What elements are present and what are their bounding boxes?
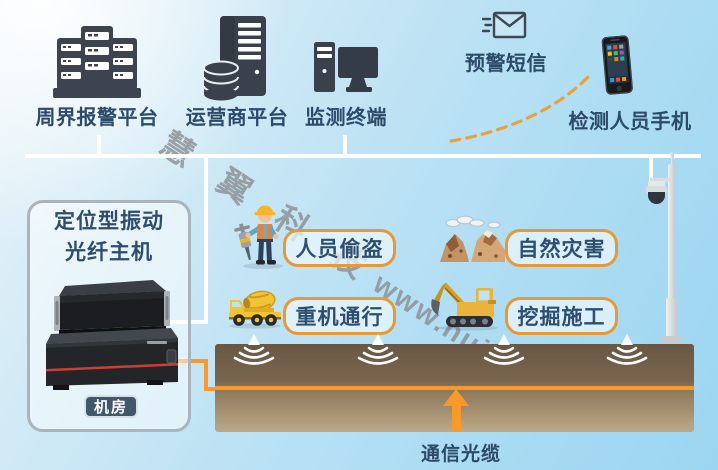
mixer-truck-icon: [229, 290, 281, 329]
event-theft-label: 人员偷盗: [295, 238, 384, 261]
event-excavation-box: 挖掘施工: [505, 297, 618, 335]
excavator-icon: [431, 282, 498, 331]
fiber-segment-3: [204, 387, 220, 391]
bus-line: [25, 154, 701, 158]
buried-fiber-cable: [215, 386, 694, 390]
flying-envelope-icon: [482, 11, 527, 39]
pole-upper: [668, 164, 675, 304]
event-disaster-label: 自然灾害: [517, 238, 606, 261]
ground-vibration-waves: [233, 334, 275, 365]
pole-lower: [666, 298, 677, 338]
smartphone-icon: [601, 35, 633, 95]
server-rack-icon: [53, 26, 141, 98]
ground-vibration-waves: [357, 334, 399, 365]
stub-perimeter-line: [97, 135, 101, 155]
event-heavy-vehicle-box: 重机通行: [283, 297, 396, 335]
event-heavy-vehicle-label: 重机通行: [295, 306, 384, 329]
host-connector-vertical: [204, 156, 208, 324]
server-database-icon: [204, 16, 266, 101]
fiber-host-title-line2: 光纤主机: [65, 241, 153, 264]
camera-dome-icon: [648, 192, 665, 204]
camera-arm: [650, 178, 672, 182]
ground-vibration-waves: [606, 334, 648, 365]
desktop-computer-icon: [314, 42, 378, 92]
stub-terminal-line: [343, 135, 347, 155]
comm-cable-label: 通信光缆: [420, 444, 501, 465]
ground-vibration-waves: [483, 334, 525, 365]
sms-alert-label: 预警短信: [465, 53, 547, 75]
event-excavation-label: 挖掘施工: [517, 306, 606, 329]
fiber-host-device: [46, 280, 178, 390]
fiber-host-title: 定位型振动 光纤主机: [27, 206, 191, 268]
operator-platform-label: 运营商平台: [185, 107, 289, 129]
event-theft-box: 人员偷盗: [283, 229, 396, 267]
worker-jackhammer-icon: [234, 205, 283, 269]
pole-base: [661, 336, 682, 343]
pole-tip: [669, 152, 674, 158]
camera-bracket: [648, 181, 665, 187]
cable-arrow-icon: [443, 389, 469, 406]
fiber-segment-2: [204, 359, 208, 390]
landslide-rocks-icon: [440, 215, 505, 262]
fiber-host-title-line1: 定位型振动: [54, 210, 164, 233]
cable-arrow-shaft: [452, 404, 461, 432]
monitor-terminal-label: 监测终端: [305, 107, 387, 129]
stub-camera-line: [649, 156, 653, 183]
camera-housing: [646, 186, 667, 194]
pole-finial: [670, 156, 673, 166]
event-disaster-box: 自然灾害: [505, 229, 618, 267]
machine-room-badge: 机房: [84, 395, 138, 418]
inspector-phone-label: 检测人员手机: [568, 111, 692, 133]
perimeter-platform-label: 周界报警平台: [35, 107, 159, 129]
